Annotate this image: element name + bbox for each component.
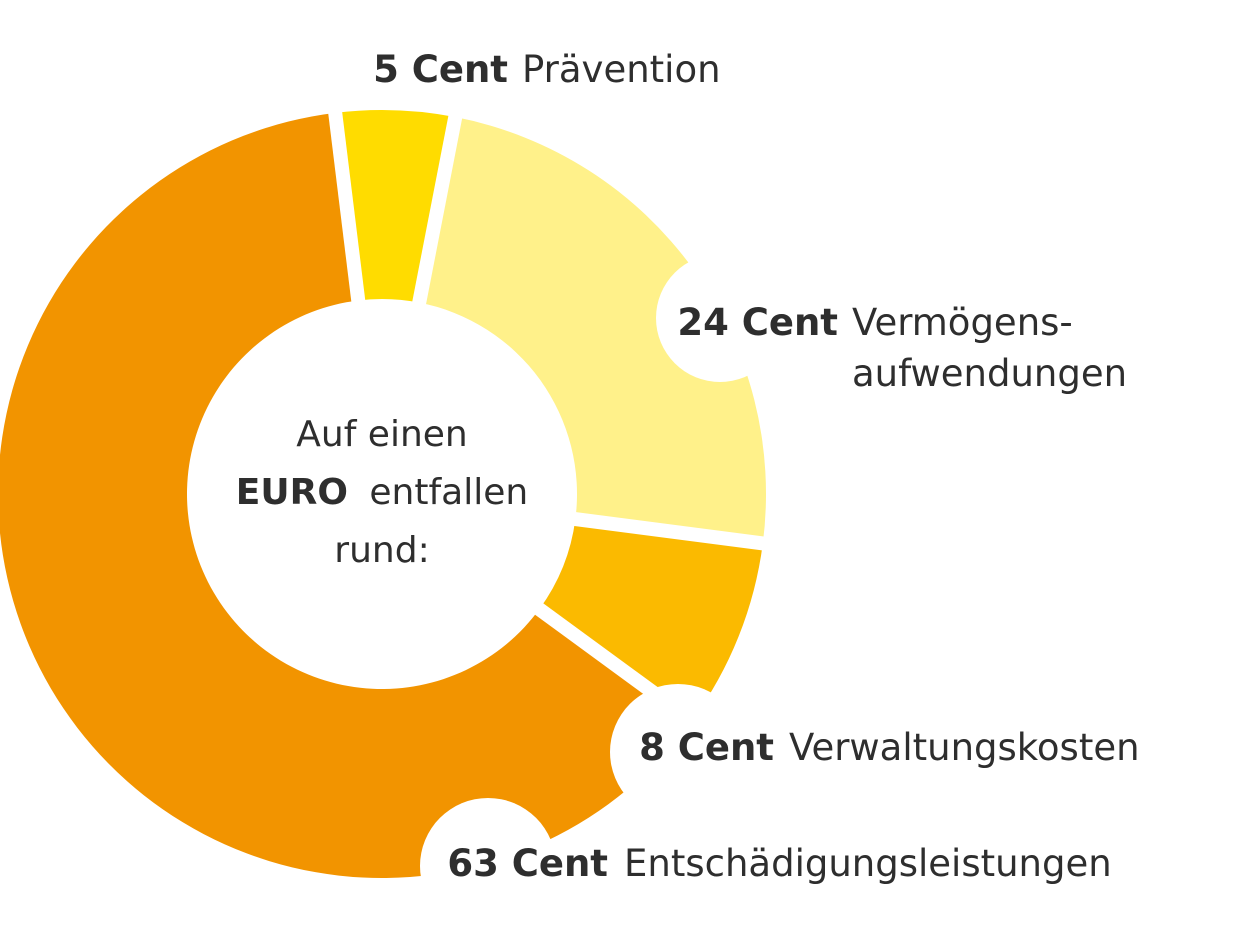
slice-separator-0: [327, 106, 366, 306]
label-knockouts: [420, 254, 784, 928]
slice-category-label-line-2: aufwendungen: [852, 352, 1127, 395]
slice-value-label: 5 Cent: [373, 48, 508, 91]
knockout-vermoegen: [656, 254, 784, 382]
donut-slices: [0, 106, 770, 878]
knockout-verwaltung: [610, 684, 746, 820]
slice-value-label: 63 Cent: [447, 842, 608, 885]
slice-separator-1: [411, 109, 464, 308]
center-line-2: EURO entfallen: [236, 472, 528, 513]
slice-category-label-line-1: Vermögens-: [852, 301, 1073, 344]
slice-label-vermoegensaufwendungen: 24 Cent Vermögens- aufwendungen: [677, 301, 1127, 395]
center-line-2-rest: entfallen: [369, 472, 528, 513]
slice-value-label: 24 Cent: [677, 301, 838, 344]
slice-category-label: Verwaltungskosten: [789, 726, 1140, 769]
center-label: Auf einen EURO entfallen rund:: [236, 414, 528, 571]
knockout-entschaedigung: [420, 798, 556, 928]
slice-category-label: Prävention: [522, 48, 721, 91]
slice-label-praevention: 5 Cent Prävention: [373, 48, 720, 91]
donut-slice-1: [419, 117, 766, 544]
center-line-3: rund:: [334, 530, 429, 571]
center-euro-word: EURO: [236, 472, 348, 513]
slice-label-verwaltungskosten: 8 Cent Verwaltungskosten: [639, 726, 1139, 769]
slice-separator-2: [570, 511, 770, 552]
slice-category-label: Entschädigungsleistungen: [624, 842, 1112, 885]
slice-label-entschaedigungsleistungen: 63 Cent Entschädigungsleistungen: [447, 842, 1111, 885]
slice-value-label: 8 Cent: [639, 726, 774, 769]
donut-slice-2: [539, 519, 763, 721]
donut-slice-3: [0, 112, 692, 878]
center-line-1: Auf einen: [296, 414, 468, 455]
